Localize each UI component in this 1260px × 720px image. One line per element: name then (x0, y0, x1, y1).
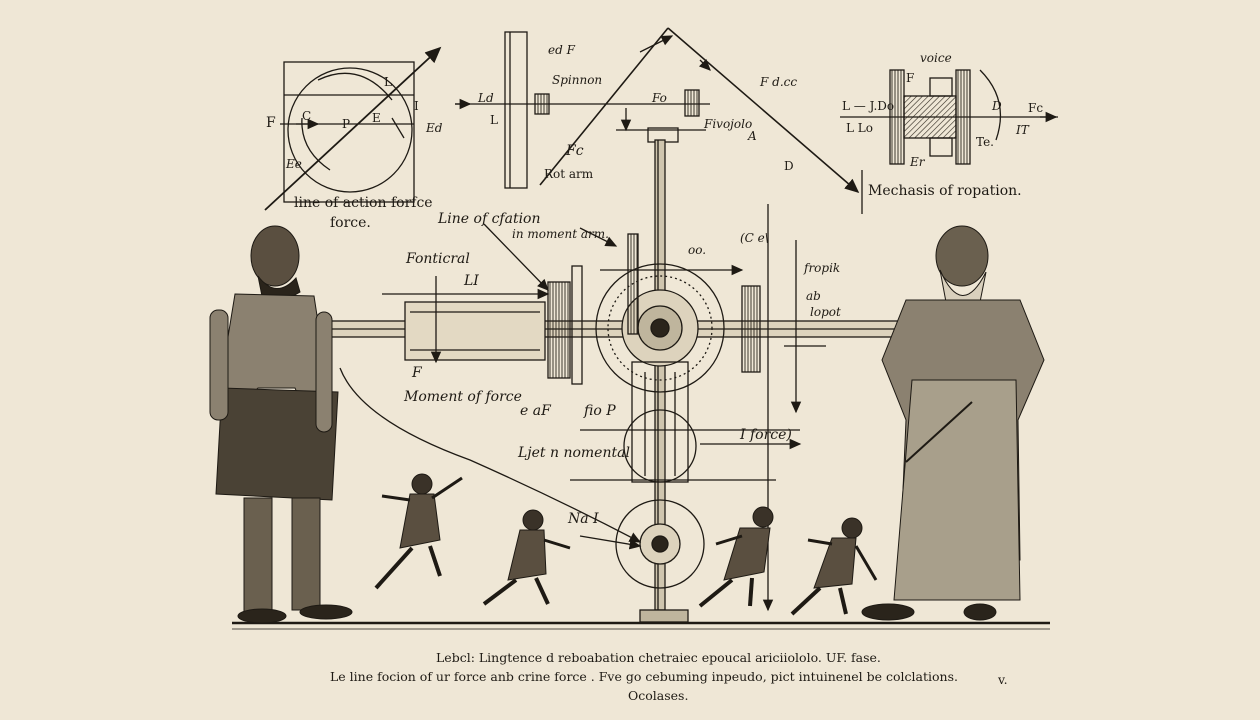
label-right-te: Te. (976, 135, 994, 149)
caption-line-2: Le line focion of ur force anb crine for… (330, 669, 958, 684)
label-fropik: fropik (804, 261, 841, 275)
label-line-of-action: line of action forfce (294, 195, 433, 211)
label-right-it: IT (1016, 123, 1029, 137)
label-top-edf: ed F (548, 43, 575, 57)
pulley-diagram (840, 69, 1058, 165)
label-fio-p: fio P (584, 403, 616, 419)
label-right-er: Er (910, 155, 925, 169)
label-line-nomental: Ljet n nomental (518, 445, 630, 461)
label-moment-of-force: Moment of force (404, 389, 522, 405)
label-li: LI (464, 273, 479, 289)
caption-marker: v. (998, 672, 1008, 687)
label-pivot-i: I (414, 99, 419, 113)
label-pivot-p: P (342, 117, 351, 131)
label-oo: oo. (688, 243, 707, 257)
label-mechanism: Mechasis of ropation. (868, 183, 1022, 199)
running-child-1 (374, 473, 463, 590)
label-f-lower: F (412, 365, 422, 381)
label-top-d: D (784, 159, 794, 173)
central-machine (309, 139, 919, 623)
label-force: force. (330, 215, 371, 231)
caption-line-3: Ocolases. (628, 688, 689, 703)
caption-line-1: Lebcl: Lingtence d reboabation chetraiec… (436, 650, 881, 665)
label-pivot-ee: Ee (286, 157, 302, 171)
label-voice: voice (920, 51, 952, 65)
pivot-circle-diagram (264, 46, 442, 211)
label-line-of-cfation: Line of cfation (438, 211, 541, 227)
label-in-moment-arm: in moment arm. (512, 227, 609, 241)
running-child-4 (790, 517, 878, 616)
label-fonticral: Fonticral (406, 251, 470, 267)
label-right-f: F (906, 71, 915, 85)
label-top-a: A (748, 129, 757, 143)
label-pivot-c: C (302, 109, 312, 123)
running-child-2 (482, 509, 571, 606)
label-right-lo: L Lo (846, 121, 873, 135)
right-old-man-figure (861, 225, 1045, 621)
left-man-figure (209, 225, 353, 624)
label-ab: ab (806, 289, 821, 303)
label-top-fc: Fc (566, 143, 584, 159)
label-right-d: D (992, 99, 1002, 113)
label-top-fdoc: F d.cc (760, 75, 798, 89)
label-top-l: L (490, 113, 498, 127)
running-child-3 (698, 506, 774, 608)
label-rot-arm: Rot arm (544, 167, 594, 181)
label-lopot: lopot (810, 305, 841, 319)
label-e-af: e aF (520, 403, 551, 419)
label-pivot-ed: Ed (426, 121, 443, 135)
label-cs: (C e\ (740, 231, 769, 245)
label-pivojolo: Fivojolo (704, 117, 753, 131)
label-pivot-e: E (372, 111, 381, 125)
top-lever-diagram (455, 27, 863, 214)
label-i-force: I force) (740, 427, 792, 443)
label-right-fc: Fc (1028, 101, 1044, 115)
label-pivot-f: F (266, 115, 276, 131)
label-top-ld: Ld (478, 91, 494, 105)
label-pivot-l: L (384, 75, 392, 89)
label-right-lj: L — J.Do (842, 99, 895, 113)
label-na: Na I (568, 511, 599, 527)
label-top-fo: Fo (652, 91, 667, 105)
label-spinnon: Spinnon (552, 73, 603, 87)
